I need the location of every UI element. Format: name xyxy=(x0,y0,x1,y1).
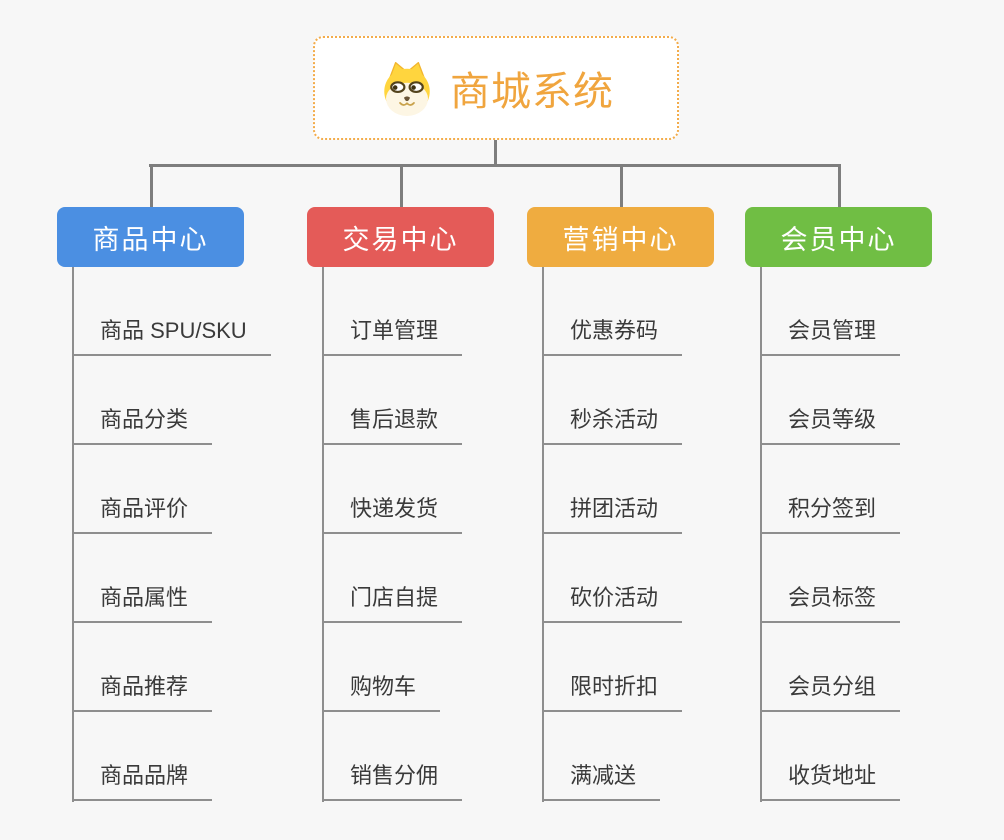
leaf-cell: 会员分组 xyxy=(760,623,901,712)
branch-topic[interactable]: 交易中心 xyxy=(307,207,494,267)
leaf-cell: 商品品牌 xyxy=(72,712,271,801)
leaf-cell: 商品属性 xyxy=(72,534,271,623)
leaf-cell: 快递发货 xyxy=(322,445,463,534)
leaf-column: 优惠券码秒杀活动拼团活动砍价活动限时折扣满减送 xyxy=(542,267,683,801)
leaf-cell: 会员标签 xyxy=(760,534,901,623)
leaf-cell: 拼团活动 xyxy=(542,445,683,534)
leaf-topic[interactable]: 积分签到 xyxy=(760,491,901,534)
leaf-cell: 秒杀活动 xyxy=(542,356,683,445)
leaf-topic[interactable]: 秒杀活动 xyxy=(542,402,683,445)
leaf-topic[interactable]: 拼团活动 xyxy=(542,491,683,534)
leaf-cell: 积分签到 xyxy=(760,445,901,534)
connector-branch-drop xyxy=(400,164,403,208)
dog-face-icon xyxy=(384,61,430,116)
leaf-cell: 售后退款 xyxy=(322,356,463,445)
branch-topic[interactable]: 商品中心 xyxy=(57,207,244,267)
leaf-cell: 商品分类 xyxy=(72,356,271,445)
leaf-cell: 商品推荐 xyxy=(72,623,271,712)
leaf-topic[interactable]: 门店自提 xyxy=(322,580,463,623)
leaf-cell: 优惠券码 xyxy=(542,267,683,356)
leaf-cell: 购物车 xyxy=(322,623,462,712)
leaf-topic[interactable]: 砍价活动 xyxy=(542,580,683,623)
leaf-cell: 订单管理 xyxy=(322,267,463,356)
leaf-topic[interactable]: 限时折扣 xyxy=(542,669,683,712)
connector-branch-drop xyxy=(620,164,623,208)
leaf-cell: 收货地址 xyxy=(760,712,901,801)
root-topic-title: 商城系统 xyxy=(450,70,614,114)
connector-root-stem xyxy=(494,140,497,166)
leaf-cell: 商品 SPU/SKU xyxy=(72,267,271,356)
branch-topic[interactable]: 会员中心 xyxy=(745,207,932,267)
leaf-cell: 销售分佣 xyxy=(322,712,463,801)
leaf-topic[interactable]: 满减送 xyxy=(542,758,661,801)
leaf-topic[interactable]: 会员等级 xyxy=(760,402,901,445)
leaf-topic[interactable]: 快递发货 xyxy=(322,491,463,534)
leaf-topic[interactable]: 会员标签 xyxy=(760,580,901,623)
leaf-topic[interactable]: 商品推荐 xyxy=(72,669,213,712)
leaf-column: 会员管理会员等级积分签到会员标签会员分组收货地址 xyxy=(760,267,901,801)
leaf-topic[interactable]: 商品评价 xyxy=(72,491,213,534)
leaf-cell: 会员管理 xyxy=(760,267,901,356)
leaf-topic[interactable]: 商品品牌 xyxy=(72,758,213,801)
connector-branch-drop xyxy=(150,164,153,208)
leaf-topic[interactable]: 会员管理 xyxy=(760,313,901,356)
leaf-topic[interactable]: 商品分类 xyxy=(72,402,213,445)
leaf-topic[interactable]: 购物车 xyxy=(322,669,441,712)
leaf-cell: 满减送 xyxy=(542,712,682,801)
branch-topic[interactable]: 营销中心 xyxy=(527,207,714,267)
leaf-topic[interactable]: 会员分组 xyxy=(760,669,901,712)
connector-trunk xyxy=(542,267,544,802)
leaf-topic[interactable]: 销售分佣 xyxy=(322,758,463,801)
leaf-topic[interactable]: 商品 SPU/SKU xyxy=(72,313,271,356)
connector-bus xyxy=(149,164,839,167)
leaf-topic[interactable]: 商品属性 xyxy=(72,580,213,623)
connector-branch-drop xyxy=(838,164,841,208)
leaf-cell: 商品评价 xyxy=(72,445,271,534)
leaf-cell: 门店自提 xyxy=(322,534,463,623)
leaf-topic[interactable]: 售后退款 xyxy=(322,402,463,445)
connector-trunk xyxy=(72,267,74,802)
leaf-topic[interactable]: 优惠券码 xyxy=(542,313,683,356)
connector-trunk xyxy=(322,267,324,802)
leaf-column: 订单管理售后退款快递发货门店自提购物车销售分佣 xyxy=(322,267,463,801)
leaf-topic[interactable]: 收货地址 xyxy=(760,758,901,801)
leaf-cell: 限时折扣 xyxy=(542,623,683,712)
leaf-cell: 会员等级 xyxy=(760,356,901,445)
connector-trunk xyxy=(760,267,762,802)
leaf-cell: 砍价活动 xyxy=(542,534,683,623)
root-topic[interactable]: 商城系统 xyxy=(313,36,679,140)
leaf-topic[interactable]: 订单管理 xyxy=(322,313,463,356)
leaf-column: 商品 SPU/SKU 商品分类商品评价商品属性商品推荐商品品牌 xyxy=(72,267,271,801)
